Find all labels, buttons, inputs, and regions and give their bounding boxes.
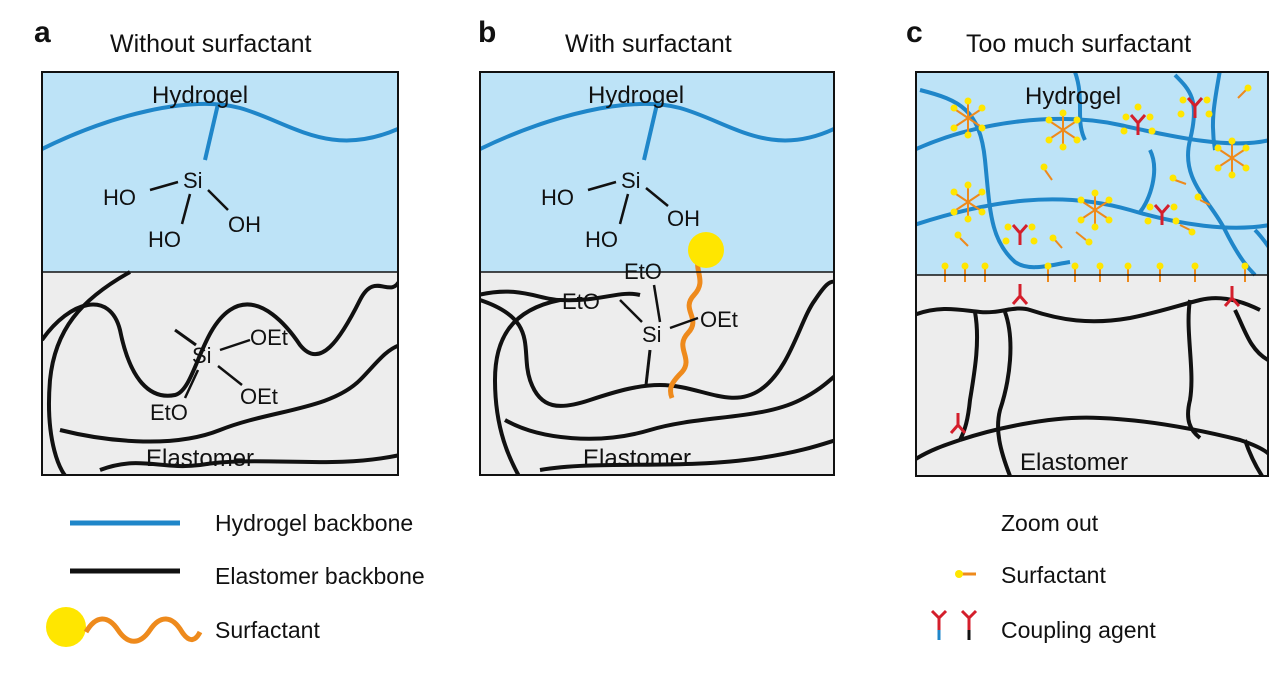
hydrogel-network	[916, 72, 1268, 277]
panel-c-title: Too much surfactant	[966, 30, 1191, 58]
hydrogel-label: Hydrogel	[1025, 83, 1121, 110]
panel-a: a Without surfactant Hydrogel Elastomer …	[34, 16, 399, 476]
surfactant-micelles	[950, 84, 1252, 249]
elastomer-branch	[174, 328, 197, 347]
elastomer-backbone	[42, 279, 398, 398]
ho-label: HO	[148, 227, 181, 252]
elastomer-label: Elastomer	[1020, 449, 1128, 476]
si-label: Si	[183, 168, 203, 193]
hydrogel-backbone	[42, 102, 398, 152]
elastomer-backbone	[480, 279, 834, 408]
eto-label: EtO	[150, 400, 188, 425]
ho-label: HO	[103, 185, 136, 210]
oet-label: OEt	[700, 307, 738, 332]
ho-label: HO	[585, 227, 618, 252]
si-label: Si	[192, 343, 212, 368]
legend-right: Zoom out Surfactant Coupling agent	[930, 510, 1156, 643]
legend-coupling-agent: Coupling agent	[1001, 617, 1156, 643]
elastomer-backbone	[59, 343, 398, 444]
elastomer-backbone	[99, 453, 398, 472]
si-label: Si	[642, 322, 662, 347]
surfactant-icon	[46, 607, 86, 647]
legend-surfactant: Surfactant	[1001, 562, 1106, 588]
surfactant-tail-icon	[83, 616, 203, 644]
hydrogel-branch	[642, 103, 659, 161]
coupling-agent-icon	[930, 609, 978, 640]
eto-label: EtO	[624, 259, 662, 284]
elastomer-backbone	[492, 298, 561, 475]
panel-letter-c: c	[906, 16, 923, 49]
panel-c: c Too much surfactant	[906, 16, 1269, 477]
coupling-agents-elastomer	[949, 284, 1241, 434]
hydrogel-branch	[203, 103, 220, 161]
surfactant-micelle	[950, 97, 986, 139]
interface-surfactants	[941, 262, 1249, 282]
surfactant-micelle	[1045, 109, 1081, 151]
coupling-agent-clusters	[1002, 96, 1213, 245]
elastomer-backbone	[47, 270, 131, 475]
si-label: Si	[621, 168, 641, 193]
panel-b-title: With surfactant	[565, 30, 732, 58]
legend-elastomer-backbone: Elastomer backbone	[215, 563, 425, 589]
elastomer-label: Elastomer	[583, 445, 691, 472]
hydrogel-label: Hydrogel	[152, 82, 248, 109]
panel-b-frame	[479, 71, 835, 476]
oet-label: OEt	[240, 384, 278, 409]
surfactant-micelle	[1214, 137, 1250, 179]
oh-label: OH	[228, 212, 261, 237]
surfactant-head	[688, 232, 724, 268]
panel-a-frame	[41, 71, 399, 476]
elastomer-region	[916, 275, 1268, 476]
hydrogel-backbone	[480, 102, 834, 152]
legend-surfactant: Surfactant	[215, 617, 320, 643]
panel-b: b With surfactant Hydrogel Elastomer Si …	[478, 16, 835, 476]
surfactant-micelle	[1077, 189, 1113, 231]
elastomer-backbone	[539, 438, 834, 472]
legend-hydrogel-backbone: Hydrogel backbone	[215, 510, 413, 536]
panel-a-title: Without surfactant	[110, 30, 312, 58]
legend-zoom-out: Zoom out	[1001, 510, 1099, 536]
elastomer-backbone	[504, 374, 834, 441]
surfactant-micelle	[950, 181, 986, 223]
panel-letter-a: a	[34, 16, 51, 49]
oet-label: OEt	[250, 325, 288, 350]
eto-label: EtO	[562, 289, 600, 314]
oh-label: OH	[667, 206, 700, 231]
legend-left: Hydrogel backbone Elastomer backbone Sur…	[46, 510, 425, 647]
panel-letter-b: b	[478, 16, 496, 49]
elastomer-label: Elastomer	[146, 445, 254, 472]
surfactant-tail	[667, 253, 703, 399]
ho-label: HO	[541, 185, 574, 210]
elastomer-network	[916, 296, 1268, 476]
panel-c-frame	[915, 71, 1269, 477]
hydrogel-label: Hydrogel	[588, 82, 684, 109]
